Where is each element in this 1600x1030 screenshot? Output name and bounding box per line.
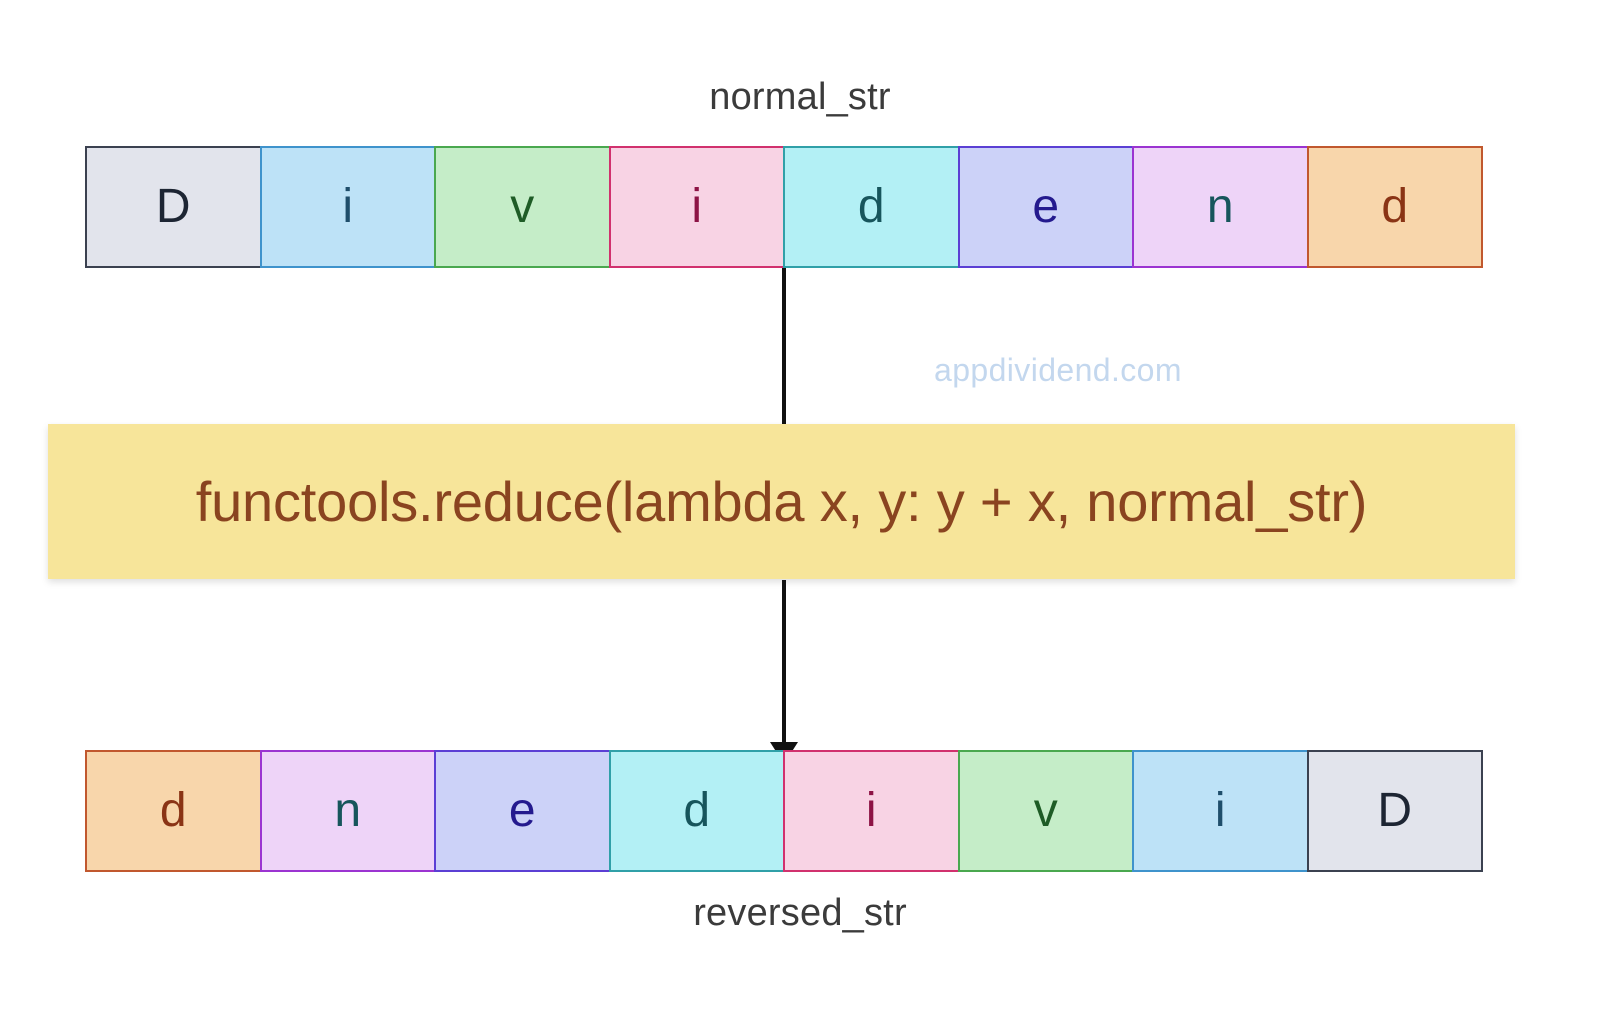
char-cell-bottom-7: D (1306, 750, 1483, 872)
char-cell-bottom-1: n (259, 750, 436, 872)
watermark: appdividend.com (934, 352, 1182, 388)
char-cell-top-2: v (434, 146, 611, 268)
char-cell-bottom-2: e (434, 750, 611, 872)
char-cell-top-1: i (259, 146, 436, 268)
page-title-reversed-str: reversed_str (693, 892, 907, 934)
char-cell-bottom-4: i (783, 750, 960, 872)
char-cell-bottom-6: i (1132, 750, 1309, 872)
char-cell-bottom-3: d (608, 750, 785, 872)
char-cell-bottom-5: v (957, 750, 1134, 872)
code-expression: functools.reduce(lambda x, y: y + x, nor… (195, 470, 1368, 533)
connector-line-bottom (782, 580, 786, 748)
connector-line-top (782, 268, 786, 425)
char-cell-top-4: d (783, 146, 960, 268)
code-banner: functools.reduce(lambda x, y: y + x, nor… (48, 424, 1515, 579)
page-title-normal-str: normal_str (709, 76, 891, 118)
char-cell-top-7: d (1306, 146, 1483, 268)
char-cell-top-3: i (608, 146, 785, 268)
char-cell-top-6: n (1132, 146, 1309, 268)
char-cell-bottom-0: d (85, 750, 262, 872)
char-cell-top-5: e (957, 146, 1134, 268)
char-cell-top-0: D (85, 146, 262, 268)
